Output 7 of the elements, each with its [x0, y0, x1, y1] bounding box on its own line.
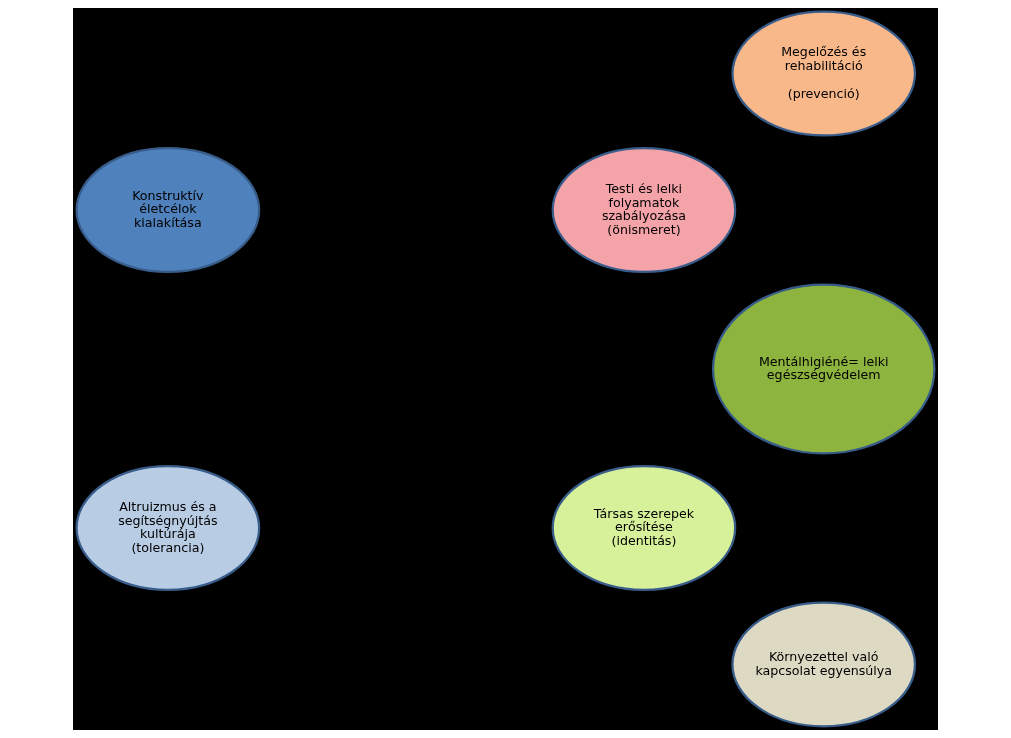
node-ellipse: Testi és lelki folyamatok szabályozása (önismeret): [551, 147, 737, 273]
node-ellipse: Altruizmus és a segítségnyújtás kultúrája (tolerancia): [75, 465, 261, 591]
node-ellipse: Megelőzés és rehabilitáció (prevenció): [731, 10, 917, 137]
node-ellipse: Társas szerepek erősítése (identitás): [551, 465, 737, 591]
node-ellipse: Konstruktív életcélok kialakítása: [75, 147, 261, 273]
node-ellipse: Környezettel való kapcsolat egyensúlya: [731, 601, 917, 728]
node-ellipse: Mentálhigiéné= lelki egészségvédelem: [711, 283, 936, 455]
